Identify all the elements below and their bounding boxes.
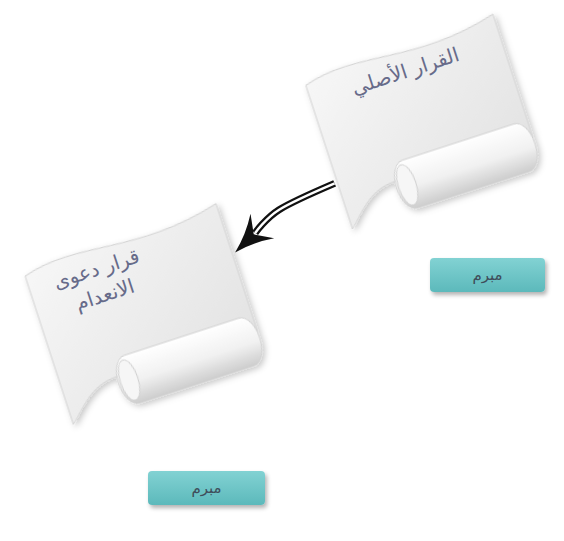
status-badge: مبرم [148,471,265,505]
scroll-body [22,204,267,425]
scroll-roll-end [392,162,422,208]
arrow-shaft-gap [255,183,334,233]
scroll-roll [111,314,267,407]
scroll-page [303,14,543,229]
scroll-page [22,204,267,425]
status-label: مبرم [472,266,502,284]
scroll-body [303,14,543,229]
scroll-document: قرار دعوى الانعدام [17,197,272,433]
scroll-roll [389,119,543,211]
double-arrow [235,183,335,252]
status-label: مبرم [191,479,221,497]
arrow-shaft [255,183,334,233]
scroll-roll-end [114,357,144,403]
scroll-outline [17,197,272,433]
arrow-head [235,214,274,253]
scroll-document: القرار الأصلي [298,7,548,237]
status-badge: مبرم [430,258,545,292]
scroll-outline [298,7,548,237]
